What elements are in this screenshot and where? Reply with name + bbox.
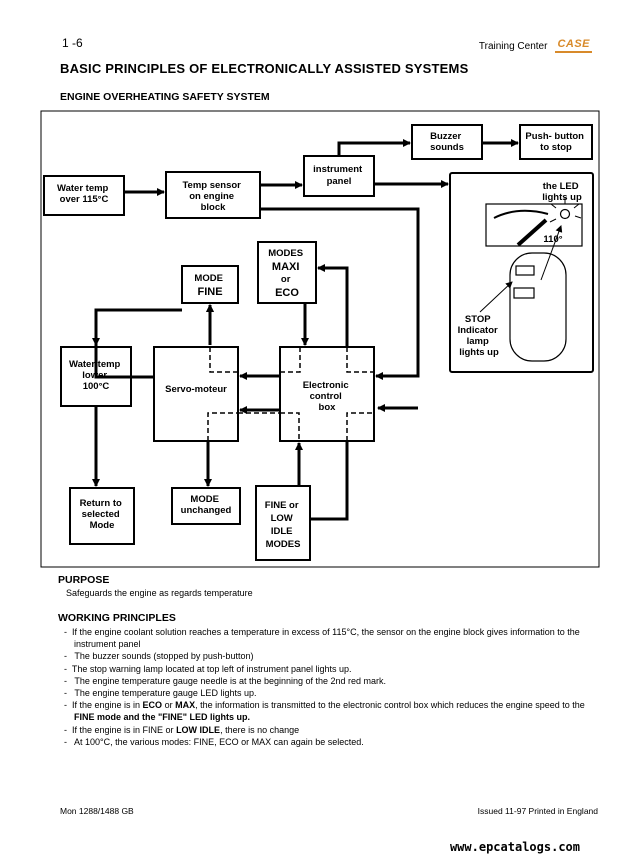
instrument-panel-label: instrument panel [313, 164, 365, 187]
gauge-value: 110° [543, 234, 562, 245]
servo-moteur-label: Servo-moteur [165, 384, 227, 395]
page-number: 1 -6 [62, 36, 83, 50]
box-modes-maxi-eco [257, 241, 317, 304]
box-servo-moteur [153, 346, 239, 442]
watermark-link[interactable]: www.epcatalogs.com [449, 840, 580, 854]
electronic-control-label: Electronic control box [303, 380, 352, 413]
box-mode-fine [181, 265, 239, 304]
case-logo: CASE [555, 39, 592, 53]
list-item: - The engine temperature gauge LED light… [64, 688, 257, 699]
box-temp-sensor [165, 171, 261, 219]
diagram-frame [40, 110, 600, 568]
water-temp-lower-label: Water temp lower 100°C [69, 359, 123, 392]
list-item: - At 100°C, the various modes: FINE, ECO… [64, 736, 364, 747]
box-instrument-detail [449, 172, 594, 373]
box-return-mode [69, 487, 135, 545]
list-item: - If the engine is in FINE or LOW IDLE, … [64, 724, 300, 735]
working-principles-list: - If the engine coolant solution reaches… [60, 626, 605, 748]
box-push-button [519, 124, 593, 160]
fine-low-idle-label: FINE or LOW IDLE MODES [265, 500, 301, 550]
box-mode-unchanged [171, 487, 241, 525]
page-title: BASIC PRINCIPLES OF ELECTRONICALLY ASSIS… [60, 61, 469, 76]
list-item: - If the engine is in ECO or MAX, the in… [64, 700, 585, 723]
stop-lamp-panel-icon [509, 252, 567, 362]
purpose-heading: PURPOSE [58, 574, 110, 586]
box-fine-low-idle [255, 485, 311, 561]
stop-indicator-label: STOP Indicator lamp lights up [458, 314, 501, 358]
led-lights-up-label: the LED lights up [542, 181, 582, 203]
working-principles-heading: WORKING PRINCIPLES [58, 612, 176, 624]
mode-fine-label: MODE FINE [194, 273, 225, 298]
list-item: - The buzzer sounds (stopped by push-but… [64, 651, 254, 662]
temperature-gauge-icon [485, 198, 583, 247]
purpose-text: Safeguards the engine as regards tempera… [66, 588, 253, 598]
list-item: - The engine temperature gauge needle is… [64, 675, 387, 686]
header-right: Training Center CASE [479, 39, 592, 53]
section-subtitle: ENGINE OVERHEATING SAFETY SYSTEM [60, 91, 270, 103]
footer-right: Issued 11-97 Printed in England [477, 806, 598, 816]
modes-maxi-eco-label: MODES MAXI or ECO [268, 248, 305, 299]
list-item: - The stop warning lamp located at top l… [64, 663, 352, 674]
return-mode-label: Return to selected Mode [80, 498, 125, 531]
temp-sensor-label: Temp sensor on engine block [182, 180, 243, 213]
box-water-temp-over [43, 175, 125, 216]
push-button-label: Push- button to stop [525, 131, 586, 153]
footer-left: Mon 1288/1488 GB [60, 806, 134, 816]
list-item: - If the engine coolant solution reaches… [64, 627, 580, 650]
box-electronic-control [279, 346, 375, 442]
training-center-label: Training Center [478, 40, 548, 52]
overheating-diagram: Water temp over 115°C Temp sensor on eng… [40, 110, 600, 568]
water-temp-over-label: Water temp over 115°C [57, 183, 111, 205]
mode-unchanged-label: MODE unchanged [181, 494, 232, 516]
buzzer-label: Buzzer sounds [430, 131, 464, 153]
